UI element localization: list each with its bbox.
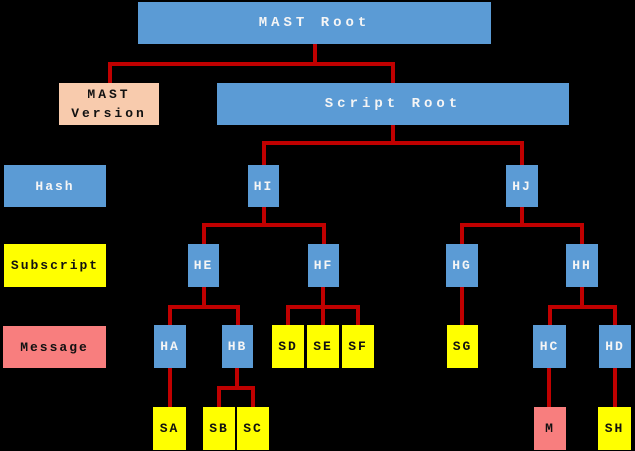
script-root-box: Script Root xyxy=(217,83,569,125)
node-hj: HJ xyxy=(506,165,538,207)
node-sc: SC xyxy=(237,407,269,450)
node-sf: SF xyxy=(342,325,374,368)
legend-message-box: Message xyxy=(3,326,106,368)
node-hb: HB xyxy=(222,325,253,368)
node-sb: SB xyxy=(203,407,235,450)
node-hg: HG xyxy=(446,244,478,287)
connector-scriptroot-fork xyxy=(262,141,524,165)
connector-hc-m-line xyxy=(547,368,551,407)
connector-hg-sg-line xyxy=(460,287,464,325)
connector-hb-stub xyxy=(235,368,239,390)
connector-hh-fork xyxy=(548,305,617,325)
connector-ha-sa-line xyxy=(168,368,172,407)
connector-hh-stub xyxy=(580,287,584,309)
connector-scriptroot-stub xyxy=(391,124,395,145)
node-hf: HF xyxy=(308,244,339,287)
node-sg: SG xyxy=(447,325,478,368)
connector-mastroot-fork xyxy=(108,62,395,83)
mast-root-box: MAST Root xyxy=(138,2,491,44)
node-hd: HD xyxy=(599,325,631,368)
connector-hj-fork xyxy=(460,223,584,244)
connector-hj-stub xyxy=(520,207,524,227)
connector-he-fork xyxy=(168,305,240,325)
node-sh: SH xyxy=(598,407,631,450)
connector-hi-stub xyxy=(262,207,266,227)
node-hi: HI xyxy=(248,165,279,207)
mast-version-box: MAST Version xyxy=(59,83,159,125)
node-he: HE xyxy=(188,244,219,287)
node-ha: HA xyxy=(154,325,186,368)
connector-hf-fork xyxy=(286,305,360,325)
node-hh: HH xyxy=(566,244,598,287)
legend-hash-box: Hash xyxy=(4,165,106,207)
node-hc: HC xyxy=(533,325,566,368)
node-sa: SA xyxy=(153,407,186,450)
connector-hi-fork xyxy=(202,223,326,244)
legend-subscript-box: Subscript xyxy=(4,244,106,287)
connector-he-stub xyxy=(202,287,206,309)
node-se: SE xyxy=(307,325,339,368)
node-m: M xyxy=(534,407,566,450)
connector-mastroot-stub xyxy=(313,44,317,66)
node-sd: SD xyxy=(272,325,304,368)
connector-hd-sh-line xyxy=(613,368,617,407)
connector-hb-fork xyxy=(217,386,255,407)
